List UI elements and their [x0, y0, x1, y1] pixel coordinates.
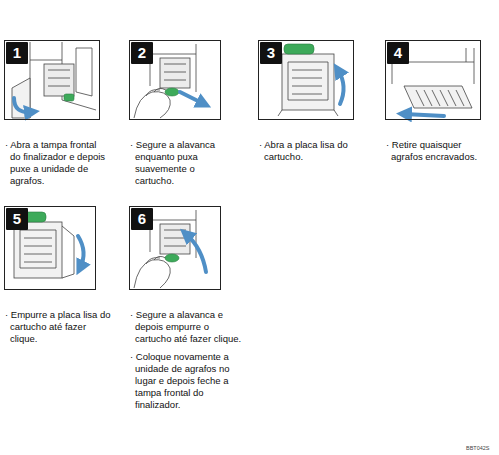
step-caption: · Segure a alavanca enquanto puxa suavem…: [130, 139, 236, 187]
step-captions: · Segure a alavanca e depois empurre o c…: [130, 309, 242, 417]
step-number-box: 3: [260, 42, 282, 64]
step-panel: · Abra a tampa frontal do finalizador e …: [4, 40, 100, 120]
step-number-box: 2: [131, 42, 153, 64]
step-caption: · Empurre a placa lisa do cartucho até f…: [5, 309, 111, 345]
step-number: 2: [138, 45, 146, 61]
step-panel: · Abra a placa lisa do cartucho.3: [258, 40, 354, 120]
step-caption: · Segure a alavanca e depois empurre o c…: [130, 309, 242, 345]
step-captions: · Abra a tampa frontal do finalizador e …: [5, 139, 109, 193]
step-caption: · Retire quaisquer agrafos encravados.: [386, 139, 492, 163]
step-number-box: 6: [131, 208, 153, 230]
step-caption: · Abra a placa lisa do cartucho.: [259, 139, 365, 163]
step-panel: · Segure a alavanca e depois empurre o c…: [129, 206, 221, 290]
step-number: 6: [138, 211, 146, 227]
step-number-box: 5: [6, 208, 28, 230]
step-number-box: 4: [387, 42, 409, 64]
step-panel: · Segure a alavanca enquanto puxa suavem…: [129, 40, 221, 120]
step-number-box: 1: [6, 42, 28, 64]
step-captions: · Empurre a placa lisa do cartucho até f…: [5, 309, 111, 351]
step-captions: · Retire quaisquer agrafos encravados.: [386, 139, 492, 169]
figure-code: BBT042S: [466, 445, 490, 452]
step-number: 4: [394, 45, 402, 61]
step-panel: · Empurre a placa lisa do cartucho até f…: [4, 206, 96, 290]
step-caption: · Abra a tampa frontal do finalizador e …: [5, 139, 109, 187]
step-number: 1: [13, 45, 21, 61]
step-number: 5: [13, 211, 21, 227]
step-captions: · Abra a placa lisa do cartucho.: [259, 139, 365, 169]
step-captions: · Segure a alavanca enquanto puxa suavem…: [130, 139, 236, 193]
step-caption: · Coloque novamente a unidade de agrafos…: [130, 351, 242, 411]
step-panel: · Retire quaisquer agrafos encravados.4: [385, 40, 481, 120]
step-number: 3: [267, 45, 275, 61]
